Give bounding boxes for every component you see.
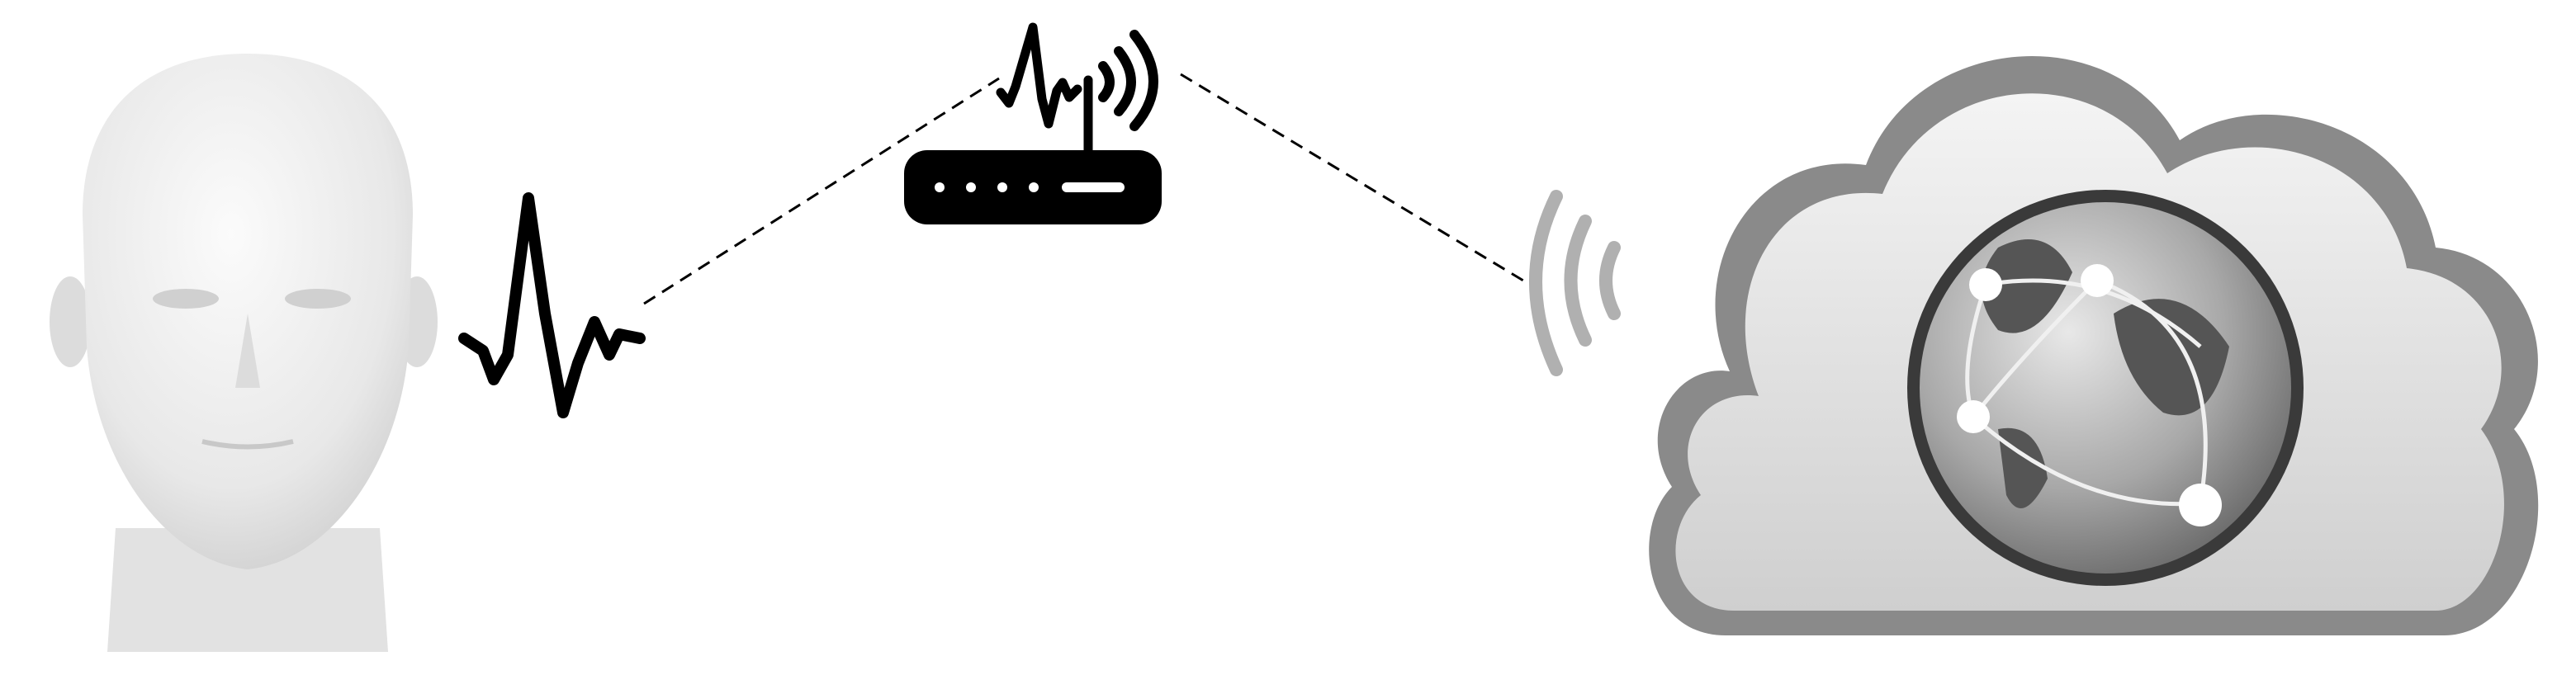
- dashed-connector-signal-router: [643, 77, 1000, 305]
- human-head-icon: [50, 54, 438, 652]
- brain-signal-waveform-icon: [458, 192, 646, 418]
- wifi-router-icon: [904, 22, 1162, 224]
- cloud-globe-icon: [1649, 55, 2539, 635]
- wireless-waves-icon: [1529, 190, 1621, 376]
- dashed-connector-router-cloud: [1180, 73, 1524, 282]
